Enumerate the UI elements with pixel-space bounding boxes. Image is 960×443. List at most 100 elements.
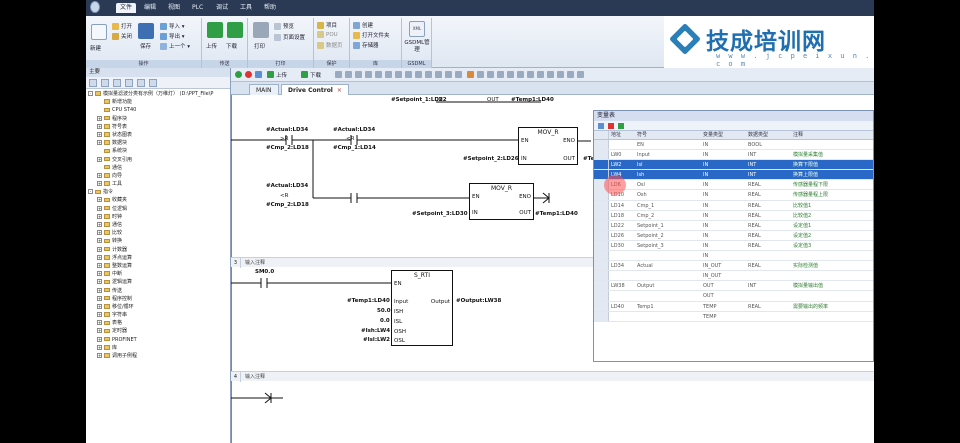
tree-item[interactable]: +PROFINET <box>88 336 230 344</box>
cell-data-type[interactable] <box>746 271 791 280</box>
branch-icon[interactable] <box>425 71 432 78</box>
open-button[interactable]: 打开 <box>112 22 132 30</box>
row-selector[interactable] <box>594 301 609 311</box>
s-rti-box[interactable]: S_RTI EN Input ISH ISL OSH OSL Output <box>391 270 453 346</box>
expand-icon[interactable]: + <box>97 115 102 121</box>
cell-data-type[interactable]: REAL <box>748 263 761 270</box>
cell-data-type[interactable]: REAL <box>748 212 761 219</box>
cell-data-type[interactable]: REAL <box>748 182 761 189</box>
cell-comment[interactable]: 比较值1 <box>793 202 812 209</box>
tree-item[interactable]: +程序块 <box>88 115 230 123</box>
coil-icon[interactable] <box>405 71 412 78</box>
cell-address[interactable]: LD30 <box>611 242 624 249</box>
download-button[interactable]: 下载 <box>226 44 238 50</box>
cell-comment[interactable]: 模拟量采集值 <box>793 152 824 159</box>
tree-item[interactable]: +数据块 <box>88 139 230 147</box>
tree-item[interactable]: 通信 <box>88 164 230 172</box>
cell-address[interactable]: LW38 <box>611 283 625 290</box>
tree-item[interactable]: +位逻辑 <box>88 205 230 213</box>
expand-icon[interactable]: + <box>97 213 102 219</box>
menu-help[interactable]: 帮助 <box>264 4 277 11</box>
cell-address[interactable] <box>609 140 635 149</box>
cell-var-type[interactable]: IN <box>703 142 709 148</box>
table-row[interactable]: TEMP <box>594 311 873 322</box>
address-icon[interactable] <box>455 71 462 78</box>
expand-icon[interactable]: + <box>97 328 102 334</box>
insert-icon[interactable] <box>335 71 342 78</box>
menu-file[interactable]: 文件 <box>116 3 137 13</box>
cell-symbol[interactable] <box>635 251 701 260</box>
expand-icon[interactable]: + <box>97 222 102 227</box>
memory-button[interactable]: 存储器 <box>353 41 379 49</box>
tree-item[interactable]: +符号表 <box>88 123 230 131</box>
cell-data-type[interactable]: BOOL <box>748 142 762 148</box>
tree-tool-icon[interactable] <box>89 79 97 87</box>
expand-icon[interactable]: + <box>97 336 102 342</box>
cell-data-type[interactable]: REAL <box>748 202 761 209</box>
app-menu-orb-icon[interactable] <box>90 1 100 13</box>
expand-icon[interactable]: + <box>97 262 102 268</box>
cell-var-type[interactable]: IN <box>703 182 709 189</box>
cell-comment[interactable] <box>791 291 873 300</box>
menu-view[interactable]: 视图 <box>168 4 181 11</box>
cell-address[interactable]: LD14 <box>611 202 624 209</box>
upload-button[interactable]: 上传 <box>206 44 218 50</box>
network-icon[interactable] <box>557 71 564 78</box>
menu-tools[interactable]: 工具 <box>240 4 253 11</box>
table-option-icon[interactable] <box>618 123 624 129</box>
cell-symbol[interactable]: Input <box>637 152 650 159</box>
status-icon[interactable] <box>497 71 504 78</box>
cell-symbol[interactable]: Setpoint_2 <box>637 232 664 239</box>
cell-address[interactable]: LD22 <box>611 222 624 229</box>
row-selector[interactable] <box>594 240 609 251</box>
cell-data-type[interactable]: REAL <box>748 303 761 310</box>
row-selector[interactable] <box>594 140 609 150</box>
write-icon[interactable] <box>547 71 554 78</box>
cell-var-type[interactable]: IN <box>703 242 709 249</box>
tree-item[interactable]: +向导 <box>88 172 230 180</box>
menu-edit[interactable]: 编辑 <box>144 4 157 11</box>
mov-r-box-2[interactable]: MOV_R EN ENO IN OUT <box>469 183 534 220</box>
expand-icon[interactable]: + <box>97 279 102 285</box>
cell-comment[interactable]: 实际检测值 <box>793 263 819 270</box>
cell-data-type[interactable]: INT <box>748 152 757 159</box>
tree-item[interactable]: +表格 <box>88 319 230 327</box>
editor-download-button[interactable]: 下载 <box>310 73 322 79</box>
cell-address[interactable] <box>609 312 635 321</box>
row-selector[interactable] <box>594 170 609 180</box>
unforce-icon[interactable] <box>527 71 534 78</box>
cell-comment[interactable]: 需要输出的频率 <box>793 303 829 310</box>
box-icon[interactable] <box>415 71 422 78</box>
expand-icon[interactable]: + <box>97 287 102 293</box>
expand-icon[interactable]: + <box>97 303 102 309</box>
cell-address[interactable]: LW2 <box>611 162 622 169</box>
cell-var-type[interactable]: IN <box>703 162 709 169</box>
tree-item[interactable]: +浮点运算 <box>88 254 230 262</box>
create-library-button[interactable]: 创建 <box>353 21 373 29</box>
download-icon[interactable] <box>301 71 308 78</box>
preview-button[interactable]: 预览 <box>274 22 294 30</box>
cell-address[interactable]: LD40 <box>611 303 624 310</box>
pou-protect-button[interactable]: POU <box>317 31 338 38</box>
expand-icon[interactable]: + <box>97 344 102 350</box>
cell-address[interactable]: LD26 <box>611 232 624 239</box>
editor-upload-button[interactable]: 上传 <box>276 73 288 79</box>
tree-item[interactable]: +程序控制 <box>88 295 230 303</box>
cell-data-type[interactable]: INT <box>748 172 757 179</box>
expand-icon[interactable]: + <box>97 238 102 244</box>
cell-data-type[interactable] <box>746 251 791 260</box>
tab-main[interactable]: MAIN <box>249 84 279 95</box>
expand-icon[interactable]: + <box>97 197 102 203</box>
table-row[interactable]: IN_OUT <box>594 271 873 282</box>
page-setup-button[interactable]: 页面设置 <box>274 33 305 41</box>
cell-data-type[interactable] <box>746 291 791 300</box>
tree-item[interactable]: +整数运算 <box>88 262 230 270</box>
